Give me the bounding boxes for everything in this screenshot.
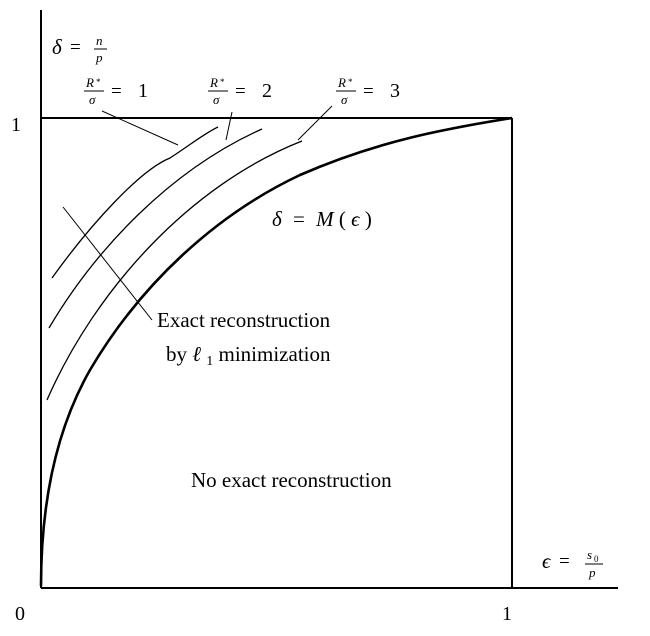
y-axis-denominator: p	[95, 50, 103, 65]
leader-line-exact-region	[62, 206, 153, 321]
boundary-equals: =	[293, 207, 305, 231]
boundary-equation: δ = M ( ϵ )	[272, 207, 372, 231]
level-label-3: R * σ = 3	[336, 75, 400, 107]
level-label-2: R * σ = 2	[208, 75, 272, 107]
leader-line-level-3	[297, 105, 333, 141]
leader-line-level-1	[101, 110, 179, 146]
y-axis-equals: =	[70, 37, 81, 58]
level-1-numerator-sub: *	[96, 77, 101, 87]
level-2-value: 2	[262, 80, 272, 102]
exact-region-ell: ℓ	[192, 342, 201, 366]
boundary-function: M	[315, 207, 335, 231]
level-2-denominator: σ	[213, 92, 220, 107]
boundary-argument: ϵ	[351, 207, 361, 231]
y-tick-one: 1	[11, 114, 21, 136]
boundary-close-paren: )	[365, 207, 372, 231]
boundary-open-paren: (	[339, 207, 346, 231]
exact-region-prefix: by	[166, 342, 192, 366]
level-3-numerator-sub: *	[348, 77, 353, 87]
x-axis-denominator: p	[588, 565, 596, 580]
level-1-numerator: R	[85, 75, 94, 90]
level-3-denominator: σ	[341, 92, 348, 107]
exact-region-line-2: by ℓ 1 minimization	[166, 342, 331, 370]
leader-line-level-2	[225, 111, 233, 141]
level-2-numerator: R	[209, 75, 218, 90]
level-1-denominator: σ	[89, 92, 96, 107]
y-axis-symbol: δ	[52, 35, 63, 59]
y-axis-label: δ = n p	[52, 33, 107, 65]
x-tick-one: 1	[502, 603, 512, 625]
level-curve-2	[48, 128, 263, 329]
x-axis-label: ϵ = s 0 p	[542, 547, 603, 580]
x-axis-numerator-subscript: 0	[594, 554, 599, 564]
phase-boundary-curve	[39, 116, 513, 587]
level-curve-1	[51, 126, 219, 279]
level-label-1: R * σ = 1	[84, 75, 148, 107]
no-exact-region-label: No exact reconstruction	[191, 468, 392, 492]
y-axis-numerator: n	[96, 33, 103, 48]
level-3-equals: =	[363, 81, 374, 102]
exact-region-suffix: minimization	[219, 342, 331, 366]
exact-region-line-1: Exact reconstruction	[157, 308, 331, 332]
level-1-equals: =	[111, 81, 122, 102]
level-3-value: 3	[390, 80, 400, 102]
exact-region-sub: 1	[206, 354, 213, 369]
boundary-lhs: δ	[272, 207, 283, 231]
level-curve-3	[46, 140, 303, 401]
level-3-numerator: R	[337, 75, 346, 90]
x-axis-symbol: ϵ	[542, 549, 552, 573]
level-1-value: 1	[138, 80, 148, 102]
x-axis-numerator: s	[587, 547, 592, 562]
x-axis-equals: =	[559, 551, 570, 572]
level-2-numerator-sub: *	[220, 77, 225, 87]
origin-label: 0	[15, 603, 25, 625]
level-2-equals: =	[235, 81, 246, 102]
